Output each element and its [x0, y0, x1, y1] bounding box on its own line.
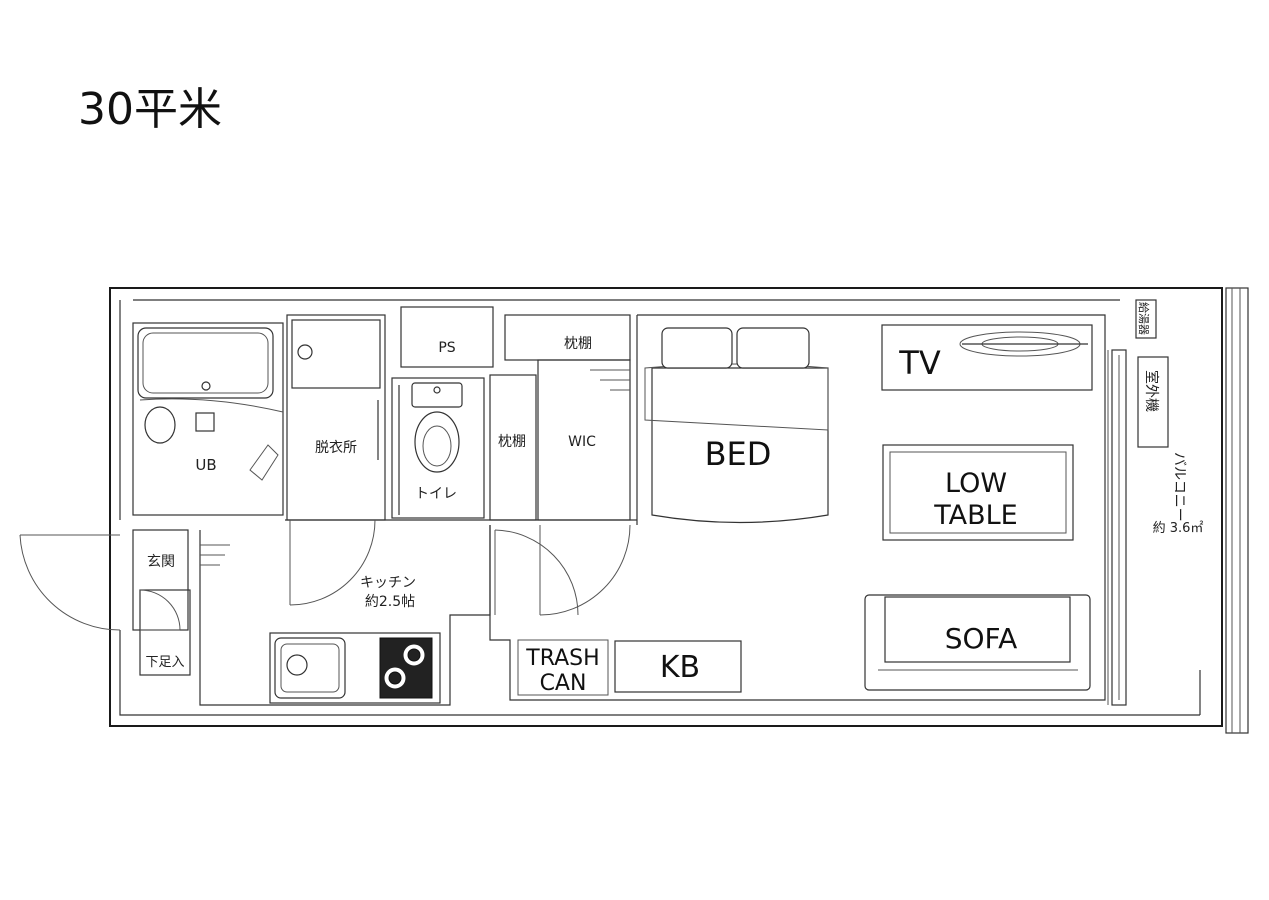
closets: 枕棚 枕棚 WIC — [489, 314, 631, 521]
ps-label: PS — [438, 340, 455, 356]
outer-walls — [109, 287, 1223, 727]
makuradana-side-label: 枕棚 — [498, 434, 526, 450]
entrance: 玄関 下足入 — [19, 529, 191, 676]
makuradana-top-label: 枕棚 — [564, 336, 592, 352]
kb-label: KB — [660, 650, 700, 685]
getabako-label: 下足入 — [145, 655, 184, 670]
datsuijo-label: 脱衣所 — [315, 440, 357, 456]
water-heater: 給湯器 — [1135, 299, 1157, 339]
plan-title: 30平米 — [78, 84, 222, 135]
unit-bath: UB — [132, 322, 284, 516]
kitchen: キッチン 約2.5帖 — [199, 525, 491, 706]
pipe-space: PS — [400, 306, 494, 368]
bed-label: BED — [705, 435, 772, 473]
trash-label-2: CAN — [540, 671, 587, 696]
trash-can: TRASH CAN — [517, 639, 609, 696]
tv-stand: TV — [881, 324, 1093, 391]
sofa-label: SOFA — [945, 622, 1018, 655]
toilet-label: トイレ — [415, 486, 457, 502]
low-table: LOW TABLE — [882, 444, 1074, 541]
balcony: バルコニー 約 3.6㎡ — [1153, 287, 1249, 734]
kitchen-area-label: 約2.5帖 — [365, 594, 415, 610]
outdoor-unit: 室外機 — [1137, 356, 1169, 448]
balcony-label: バルコニー — [1171, 452, 1187, 522]
bed: BED — [644, 327, 829, 524]
genkan-label: 玄関 — [147, 553, 175, 570]
main-room — [285, 314, 1106, 701]
balcony-area-label: 約 3.6㎡ — [1153, 521, 1204, 536]
tv-label: TV — [898, 344, 941, 382]
low-table-label-1: LOW — [945, 468, 1007, 499]
keyboard-piano: KB — [614, 640, 742, 693]
trash-label-1: TRASH — [525, 646, 599, 671]
wic-label: WIC — [568, 434, 596, 450]
low-table-label-2: TABLE — [933, 500, 1018, 531]
sofa: SOFA — [864, 594, 1091, 691]
ub-label: UB — [195, 456, 216, 474]
kyuto-label: 給湯器 — [1137, 302, 1151, 335]
kitchen-label: キッチン — [360, 575, 416, 591]
shitsugaiki-label: 室外機 — [1143, 370, 1160, 412]
door-swings — [289, 519, 631, 616]
toilet-room: トイレ — [391, 377, 485, 519]
dressing-room: 脱衣所 — [286, 314, 386, 521]
balcony-window — [1107, 349, 1127, 706]
